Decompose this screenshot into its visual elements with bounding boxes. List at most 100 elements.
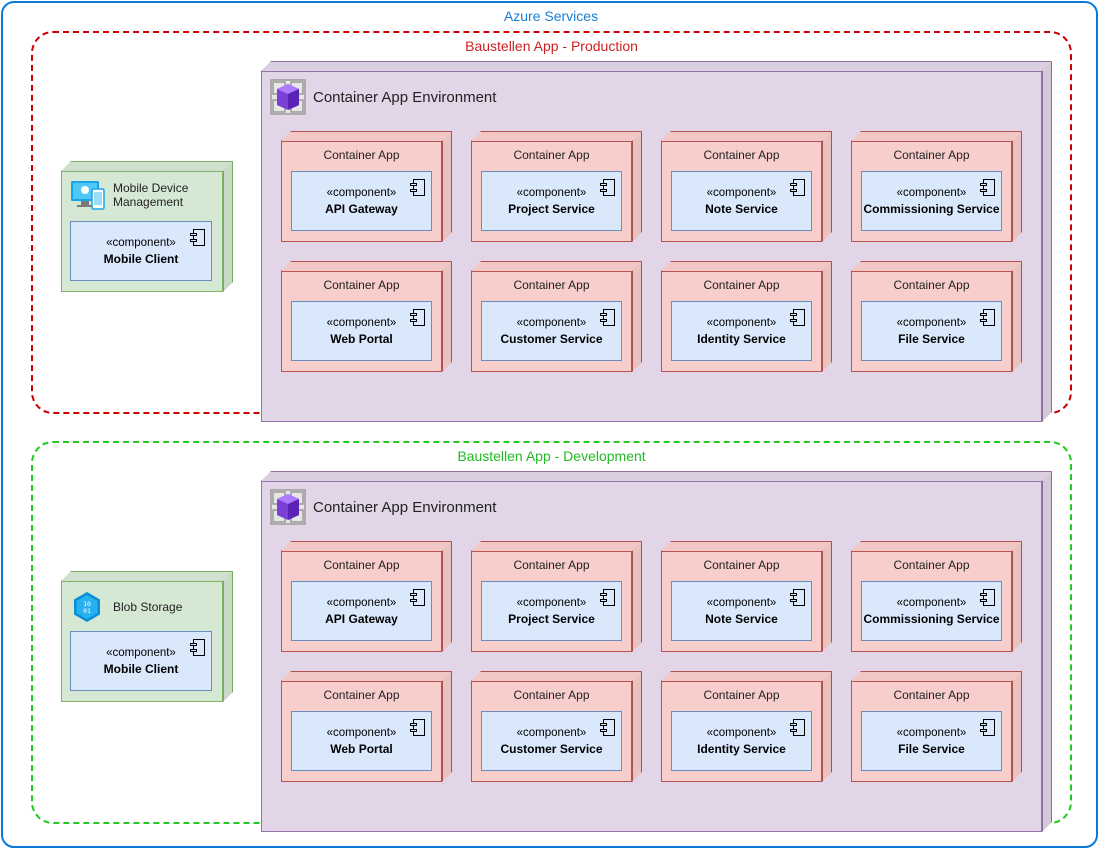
component-box[interactable]: «component» Web Portal [291,711,432,771]
component-name: Customer Service [500,742,603,756]
component-stereotype: «component» [326,317,397,329]
component-box[interactable]: «component»Project Service [481,171,622,231]
svg-text:10: 10 [83,600,91,608]
uml-component-icon [790,179,805,196]
container-app-label: Container App [513,278,590,292]
component-stereotype: «component» [706,187,777,199]
component-name: Identity Service [697,332,786,346]
container-app-node-side-face [442,131,452,242]
container-app-node-side-face [632,671,642,782]
component-box[interactable]: «component»Note Service [671,581,812,641]
container-app-node-top-face [851,131,1022,141]
component-box[interactable]: «component»File Service [861,711,1002,771]
component-name: Web Portal [330,332,393,346]
container-app-label: Container App [513,148,590,162]
component-box[interactable]: «component» Mobile Client [70,631,212,691]
component-name: File Service [898,332,965,346]
uml-component-icon [600,309,615,326]
uml-component-icon [410,179,425,196]
container-app-node-side-face [822,131,832,242]
component-name: Mobile Client [103,252,179,266]
container-app-node-top-face [281,261,452,271]
container-app-environment-icon [270,79,306,115]
container-app-node: Container App «component»Project Service [471,131,642,242]
device-label-line2: Management [113,195,184,209]
uml-component-icon [600,179,615,196]
uml-component-icon [980,589,995,606]
development-device-node-side-face [223,571,233,702]
container-app-node: Container App«component»Identity Service [661,671,832,782]
component-box[interactable]: «component»Customer Service [481,301,622,361]
component-box[interactable]: «component» Note Service [671,171,812,231]
component-name: Project Service [508,202,595,216]
component-stereotype: «component» [326,727,397,739]
component-name: API Gateway [325,612,398,626]
development-title: Baustellen App - Development [457,448,646,464]
production-device-node-top-face [61,161,233,171]
component-box[interactable]: «component»API Gateway [291,171,432,231]
container-app-node-top-face [851,671,1022,681]
component-name: Mobile Client [103,662,179,676]
container-app-node-top-face [661,131,832,141]
uml-component-icon [410,589,425,606]
container-app-label: Container App [893,148,970,162]
development-device-node-top-face [61,571,233,581]
container-app-label: Container App [513,688,590,702]
container-app-node: Container App «component»Note Service [661,541,832,652]
component-stereotype: «component» [106,237,176,249]
container-app-environment-icon [270,489,306,525]
component-box[interactable]: «component» Web Portal [291,301,432,361]
component-box[interactable]: «component» Customer Service [481,711,622,771]
device-label-line1: Mobile Device [113,181,189,195]
development-container-app-environment-top-face [261,471,1052,481]
component-stereotype: «component» [706,597,777,609]
container-app-node-top-face [281,671,452,681]
container-app-node: Container App«component»API Gateway [281,541,452,652]
uml-component-icon [980,309,995,326]
uml-component-icon [790,589,805,606]
component-stereotype: «component» [326,597,397,609]
container-app-node-top-face [471,541,642,551]
container-app-node-side-face [822,671,832,782]
container-app-node: Container App«component»Web Portal [281,261,452,372]
component-box[interactable]: «component» Mobile Client [70,221,212,281]
container-app-node-side-face [632,541,642,652]
container-app-node: Container App «component»Commissioning Se… [851,131,1022,242]
uml-component-icon [600,719,615,736]
container-app-node: Container App«component»Note Service [661,131,832,242]
container-app-node-top-face [471,131,642,141]
container-app-label: Container App [323,148,400,162]
container-app-node: Container App«component»File Service [851,671,1022,782]
component-name: Web Portal [330,742,393,756]
container-app-node-side-face [822,261,832,372]
device-label-line1: Blob Storage [113,600,183,614]
container-app-node-side-face [1012,131,1022,242]
container-app-node: Container App «component» Customer Service [471,671,642,782]
container-app-environment-label: Container App Environment [313,89,497,106]
container-app-node-top-face [471,261,642,271]
container-app-label: Container App [893,558,970,572]
component-stereotype: «component» [896,727,967,739]
container-app-label: Container App [703,558,780,572]
component-box[interactable]: «component»Identity Service [671,301,812,361]
component-stereotype: «component» [516,597,587,609]
component-stereotype: «component» [516,727,587,739]
component-box[interactable]: «component» File Service [861,301,1002,361]
component-stereotype: «component» [896,187,967,199]
component-box[interactable]: «component»Identity Service [671,711,812,771]
component-name: Note Service [705,202,778,216]
uml-component-icon [410,719,425,736]
component-stereotype: «component» [896,317,967,329]
component-box[interactable]: «component»Project Service [481,581,622,641]
uml-component-icon [790,719,805,736]
component-box[interactable]: «component»Commissioning Service [861,581,1002,641]
component-stereotype: «component» [106,647,176,659]
component-box[interactable]: «component» API Gateway [291,581,432,641]
uml-component-icon [190,229,205,246]
component-box[interactable]: «component»Commissioning Service [861,171,1002,231]
component-name: Identity Service [697,742,786,756]
container-app-node-side-face [1012,671,1022,782]
container-app-node-side-face [442,541,452,652]
development-container-app-environment-side-face [1042,471,1052,832]
